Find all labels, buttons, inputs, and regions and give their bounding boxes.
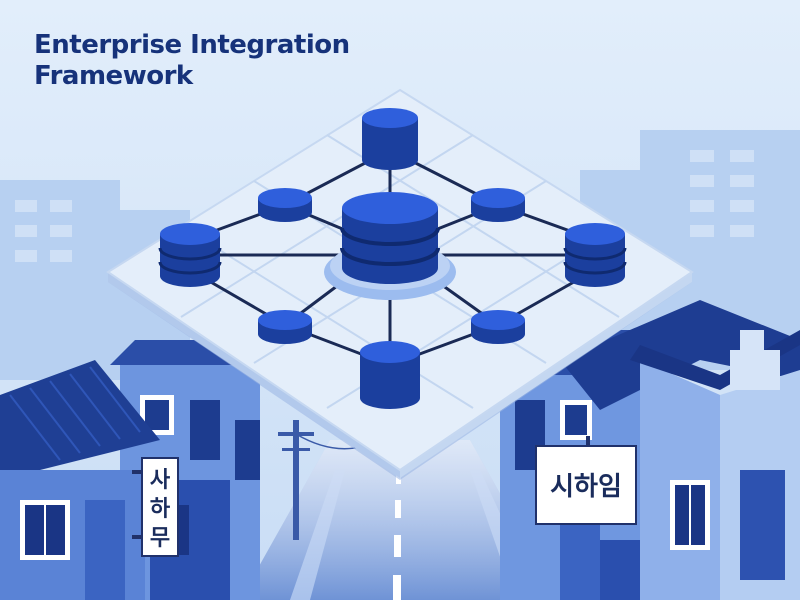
title-line-1: Enterprise Integration xyxy=(34,30,350,60)
right-sign-text: 시하임 xyxy=(550,472,622,502)
lower-left-node xyxy=(258,310,312,344)
platform-edge-left xyxy=(108,272,400,478)
right-building-front xyxy=(560,300,800,600)
upper-right-node xyxy=(471,188,525,222)
right-sign: 시하임 xyxy=(535,436,637,525)
background-skyline-windows xyxy=(15,150,754,262)
left-building-front xyxy=(0,360,230,600)
right-database xyxy=(563,223,627,287)
left-database xyxy=(158,223,222,287)
left-sign-char-1: 사 xyxy=(150,468,171,493)
page-title: Enterprise Integration Framework xyxy=(34,30,350,92)
lower-right-node xyxy=(471,310,525,344)
top-database xyxy=(362,108,418,170)
upper-left-node xyxy=(258,188,312,222)
platform-edge-right xyxy=(400,272,692,478)
bottom-database xyxy=(360,341,420,409)
left-sign-char-3: 무 xyxy=(150,526,170,551)
database-hub xyxy=(340,192,440,284)
left-sign: 사 하 무 xyxy=(132,457,179,557)
light-beam xyxy=(240,440,560,600)
left-sign-char-2: 하 xyxy=(150,497,171,522)
title-line-2: Framework xyxy=(34,61,193,91)
